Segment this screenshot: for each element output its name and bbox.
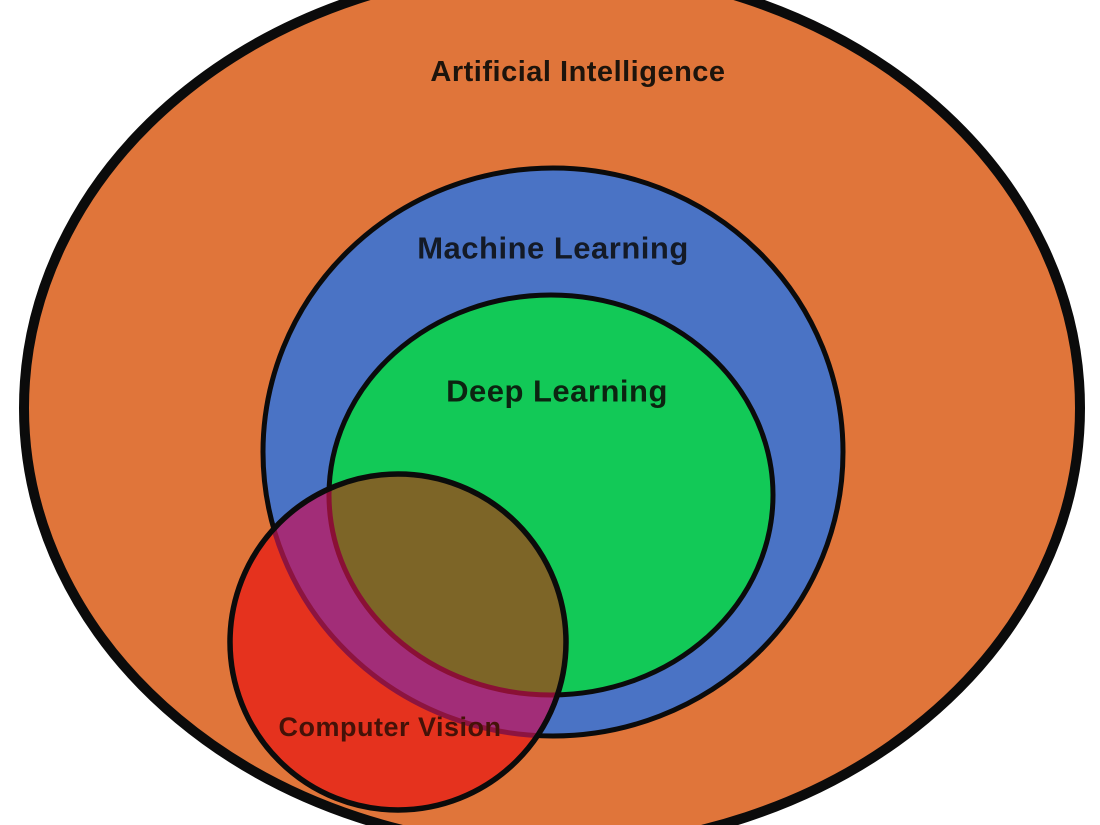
computer-vision-label: Computer Vision (278, 712, 501, 742)
machine-learning-label: Machine Learning (417, 231, 689, 266)
computer-vision-outline (227, 471, 569, 813)
deep-learning-label: Deep Learning (446, 374, 668, 409)
artificial-intelligence-label: Artificial Intelligence (430, 56, 725, 88)
